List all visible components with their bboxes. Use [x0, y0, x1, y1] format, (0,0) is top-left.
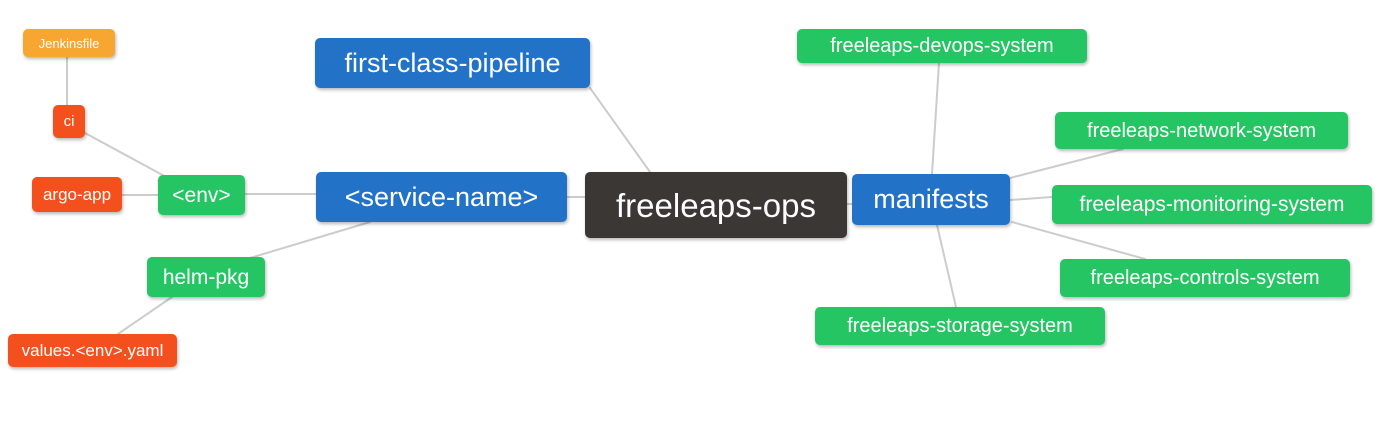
- node-jenkinsfile[interactable]: Jenkinsfile: [23, 29, 115, 57]
- node-label: freeleaps-monitoring-system: [1079, 193, 1345, 216]
- node-label: freeleaps-ops: [616, 186, 816, 224]
- node-label: freeleaps-devops-system: [830, 35, 1054, 57]
- node-label: first-class-pipeline: [344, 47, 561, 78]
- node-ci[interactable]: ci: [53, 105, 85, 138]
- edge-manifests-to-freeleaps-monitoring-system: [1009, 196, 1053, 201]
- node-label: helm-pkg: [162, 265, 250, 289]
- edge-values-env-yaml-to-helm-pkg: [117, 296, 173, 335]
- node-label: <service-name>: [344, 181, 539, 212]
- edge-manifests-to-freeleaps-network-system: [1009, 148, 1124, 179]
- node-freeleaps-ops[interactable]: freeleaps-ops: [585, 172, 847, 238]
- node-helm-pkg[interactable]: helm-pkg: [147, 257, 265, 297]
- node-label: freeleaps-network-system: [1087, 119, 1316, 142]
- edge-manifests-to-freeleaps-storage-system: [936, 224, 957, 308]
- node-label: manifests: [873, 184, 989, 214]
- node-freeleaps-devops-system[interactable]: freeleaps-devops-system: [797, 29, 1087, 63]
- node-values-env-yaml[interactable]: values.<env>.yaml: [8, 334, 177, 367]
- node-freeleaps-monitoring-system[interactable]: freeleaps-monitoring-system: [1052, 185, 1372, 224]
- node-freeleaps-network-system[interactable]: freeleaps-network-system: [1055, 112, 1348, 149]
- edge-helm-pkg-to-service-name: [249, 221, 371, 259]
- node-argo-app[interactable]: argo-app: [32, 177, 122, 212]
- edge-freeleaps-devops-system-to-manifests: [931, 62, 940, 175]
- node-label: values.<env>.yaml: [21, 341, 164, 360]
- node-label: Jenkinsfile: [38, 35, 100, 51]
- node-freeleaps-controls-system[interactable]: freeleaps-controls-system: [1060, 259, 1350, 297]
- edge-ci-to-env: [84, 132, 169, 179]
- node-service-name[interactable]: <service-name>: [316, 172, 567, 222]
- edge-manifests-to-freeleaps-controls-system: [1011, 221, 1146, 260]
- edge-first-class-pipeline-to-freeleaps-ops: [589, 87, 651, 173]
- node-label: freeleaps-controls-system: [1090, 267, 1320, 289]
- node-label: freeleaps-storage-system: [847, 315, 1073, 337]
- node-first-class-pipeline[interactable]: first-class-pipeline: [315, 38, 590, 88]
- node-label: <env>: [172, 183, 231, 207]
- node-label: ci: [63, 113, 75, 130]
- node-env[interactable]: <env>: [158, 175, 245, 215]
- node-manifests[interactable]: manifests: [852, 174, 1010, 225]
- node-label: argo-app: [42, 185, 112, 204]
- node-freeleaps-storage-system[interactable]: freeleaps-storage-system: [815, 307, 1105, 345]
